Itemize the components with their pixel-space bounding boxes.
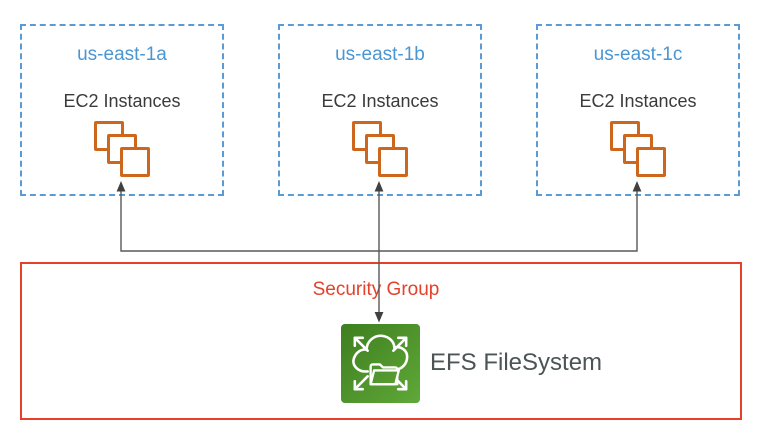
ec2-instances-label: EC2 Instances xyxy=(321,91,439,111)
efs-filesystem-label: EFS FileSystem xyxy=(430,349,603,376)
ec2-instances-icon xyxy=(610,121,666,177)
zone-title: us-east-1b xyxy=(335,44,425,65)
ec2-square-icon xyxy=(120,147,150,177)
efs-icon xyxy=(341,324,420,403)
security-group-label: Security Group xyxy=(312,279,440,300)
ec2-square-icon xyxy=(636,147,666,177)
security-group-box xyxy=(20,262,742,420)
ec2-instances-label: EC2 Instances xyxy=(63,91,181,111)
ec2-instances-label: EC2 Instances xyxy=(579,91,697,111)
zone-box-us-east-1c: us-east-1c EC2 Instances xyxy=(536,24,740,196)
ec2-instances-icon xyxy=(352,121,408,177)
folder-shape xyxy=(369,363,400,386)
ec2-square-icon xyxy=(378,147,408,177)
zone-title: us-east-1c xyxy=(593,44,683,65)
zone-title: us-east-1a xyxy=(77,44,167,65)
zone-box-us-east-1a: us-east-1a EC2 Instances xyxy=(20,24,224,196)
ec2-instances-icon xyxy=(94,121,150,177)
zone-box-us-east-1b: us-east-1b EC2 Instances xyxy=(278,24,482,196)
cloud-shape xyxy=(352,334,409,373)
